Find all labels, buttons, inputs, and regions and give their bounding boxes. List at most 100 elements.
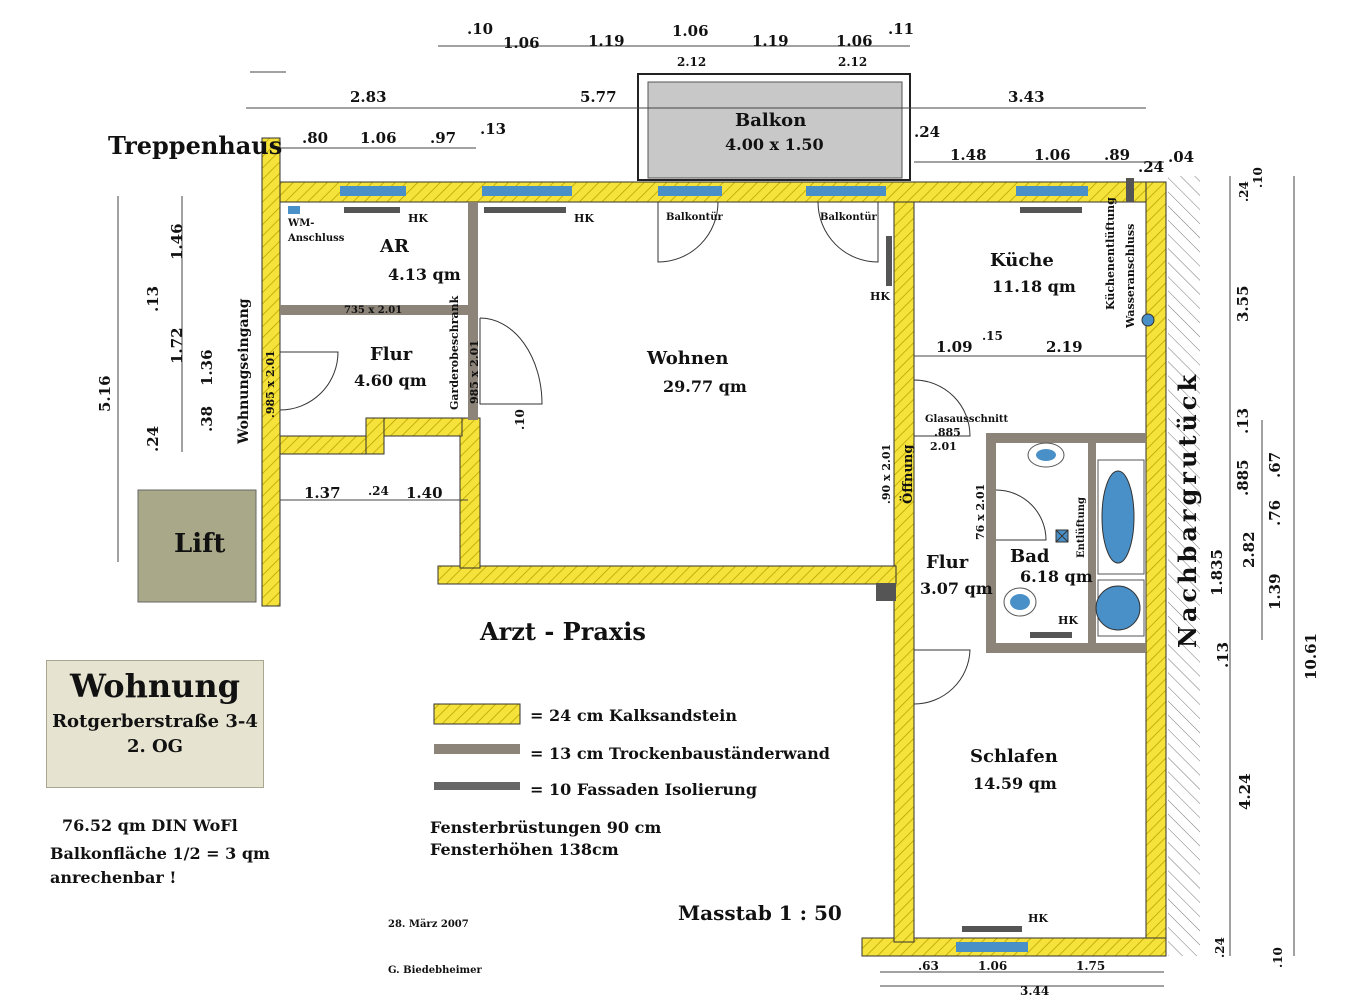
dim-label: 1.06 bbox=[360, 129, 397, 147]
dim-label: .24 bbox=[1213, 937, 1227, 958]
legend-swatch-insulation bbox=[434, 782, 520, 790]
dim-label: .13 bbox=[480, 120, 506, 138]
dim-label: .76 bbox=[1266, 500, 1284, 526]
room-kueche-area: 11.18 qm bbox=[992, 277, 1076, 296]
floor: 2. OG bbox=[126, 736, 184, 757]
note-brustung: Fensterbrüstungen 90 cm bbox=[430, 818, 661, 837]
room-schlafen-area: 14.59 qm bbox=[973, 774, 1057, 793]
balcony-info: Balkonfläche 1/2 = 3 qm anrechenbar ! bbox=[50, 842, 270, 890]
balcony-door-label: Balkontür bbox=[820, 212, 877, 223]
dim-label: .24 bbox=[144, 426, 162, 452]
dim-label: .10 bbox=[513, 409, 527, 430]
dim-label: .13 bbox=[1234, 408, 1252, 434]
hk-label: HK bbox=[1028, 912, 1048, 925]
water-connection-label: Wasseranschluss bbox=[1124, 224, 1137, 329]
dim-label: 1.06 bbox=[978, 959, 1007, 973]
legend-swatch-drywall bbox=[434, 744, 520, 754]
dim-label: .10 bbox=[1251, 167, 1265, 188]
dim-label: .15 bbox=[982, 329, 1003, 343]
legend-item: = 10 Fassaden Isolierung bbox=[530, 780, 757, 799]
legend-swatch-kalksandstein bbox=[433, 703, 521, 725]
wm-connection-label: Anschluss bbox=[287, 233, 345, 244]
dim-label: 3.55 bbox=[1234, 285, 1252, 322]
opening-size: 2.01 bbox=[930, 440, 957, 453]
room-kueche-name: Küche bbox=[990, 250, 1054, 271]
balcony-line: Balkonfläche 1/2 = 3 qm bbox=[50, 844, 270, 863]
room-flur2-name: Flur bbox=[926, 552, 969, 573]
practice-label: Arzt - Praxis bbox=[479, 617, 646, 646]
dim-label: .13 bbox=[144, 286, 162, 312]
legend-item: = 13 cm Trockenbauständerwand bbox=[530, 744, 830, 763]
dim-label: .24 bbox=[1237, 181, 1251, 202]
kitchen-ventilation-label: Küchenentlüftung bbox=[1104, 197, 1117, 310]
dim-label: 1.19 bbox=[588, 32, 625, 50]
stairwell-label: Treppenhaus bbox=[108, 131, 282, 160]
dim-label: 1.06 bbox=[836, 32, 873, 50]
room-wohnen-name: Wohnen bbox=[646, 348, 728, 369]
dim-label: 1.06 bbox=[503, 34, 540, 52]
hk-label: HK bbox=[408, 212, 428, 225]
date-label: 28. März 2007 bbox=[388, 919, 469, 930]
dim-label: 1.835 bbox=[1208, 549, 1226, 596]
notes: Fensterbrüstungen 90 cm Fensterhöhen 138… bbox=[388, 818, 842, 976]
opening-size: .90 x 2.01 bbox=[880, 444, 893, 504]
scale-label: Masstab 1 : 50 bbox=[678, 901, 842, 925]
opening-size: 76 x 2.01 bbox=[974, 484, 987, 540]
room-labels: AR 4.13 qm Flur 4.60 qm Wohnen 29.77 qm … bbox=[354, 236, 1093, 793]
dim-label: .24 bbox=[368, 484, 389, 498]
dim-label: .24 bbox=[914, 123, 940, 141]
dim-label: .67 bbox=[1266, 452, 1284, 478]
note-fensterhoehe: Fensterhöhen 138cm bbox=[430, 840, 619, 859]
ventilation-label: Entlüftung bbox=[1076, 497, 1087, 558]
room-flur1-name: Flur bbox=[370, 344, 413, 365]
lift-shaft bbox=[137, 489, 257, 603]
room-bad-name: Bad bbox=[1010, 546, 1050, 567]
neighbor-hatch bbox=[1168, 176, 1200, 956]
dim-label: 1.06 bbox=[1034, 146, 1071, 164]
opening-size: .885 bbox=[934, 426, 961, 439]
dim-label: 1.36 bbox=[198, 349, 216, 386]
opening-label: Öffnung bbox=[899, 445, 916, 504]
hk-label: HK bbox=[574, 212, 594, 225]
doors bbox=[279, 201, 1047, 705]
author-label: G. Biedebheimer bbox=[388, 965, 482, 976]
address: Rotgerberstraße 3-4 bbox=[52, 711, 258, 732]
dim-label: .89 bbox=[1104, 146, 1130, 164]
dim-label: 5.16 bbox=[96, 375, 114, 412]
dim-label: 1.39 bbox=[1266, 573, 1284, 610]
radiators bbox=[344, 178, 1134, 932]
dim-label: 1.06 bbox=[672, 22, 709, 40]
dim-label: .38 bbox=[198, 406, 216, 432]
wardrobe-label: Garderobeschrank bbox=[448, 295, 461, 410]
dim-label: 1.37 bbox=[304, 484, 341, 502]
room-flur1-area: 4.60 qm bbox=[354, 371, 427, 390]
bath-fixtures bbox=[288, 206, 1155, 637]
drywalls bbox=[280, 202, 1146, 653]
area-line: 76.52 qm DIN WoFl bbox=[62, 816, 238, 835]
room-flur2-area: 3.07 qm bbox=[920, 579, 993, 598]
room-ar-name: AR bbox=[379, 236, 410, 257]
dim-label: .11 bbox=[888, 20, 914, 38]
opening-size: 985 x 2.01 bbox=[468, 340, 481, 404]
dim-label: 1.09 bbox=[936, 338, 973, 356]
dim-label: 3.44 bbox=[1020, 984, 1049, 998]
glass-cutout-label: Glasausschnitt bbox=[925, 414, 1009, 425]
dim-label: 2.83 bbox=[350, 88, 387, 106]
dim-label: 2.19 bbox=[1046, 338, 1083, 356]
legend-item: = 24 cm Kalksandstein bbox=[530, 706, 737, 725]
room-ar-area: 4.13 qm bbox=[388, 265, 461, 284]
room-bad-area: 6.18 qm bbox=[1020, 567, 1093, 586]
dim-label: .04 bbox=[1168, 148, 1194, 166]
balcony-door-label: Balkontür bbox=[666, 212, 723, 223]
balcony-label: Balkon bbox=[735, 110, 806, 131]
dim-label: 1.72 bbox=[168, 327, 186, 364]
wm-label: WM- bbox=[287, 218, 314, 229]
dim-label: 3.43 bbox=[1008, 88, 1045, 106]
title: Wohnung bbox=[69, 667, 241, 705]
dim-label: 1.40 bbox=[406, 484, 443, 502]
hk-label: HK bbox=[870, 290, 890, 303]
dim-label: .24 bbox=[1138, 158, 1164, 176]
balcony-size: 4.00 x 1.50 bbox=[725, 135, 824, 154]
windows bbox=[340, 186, 1088, 952]
